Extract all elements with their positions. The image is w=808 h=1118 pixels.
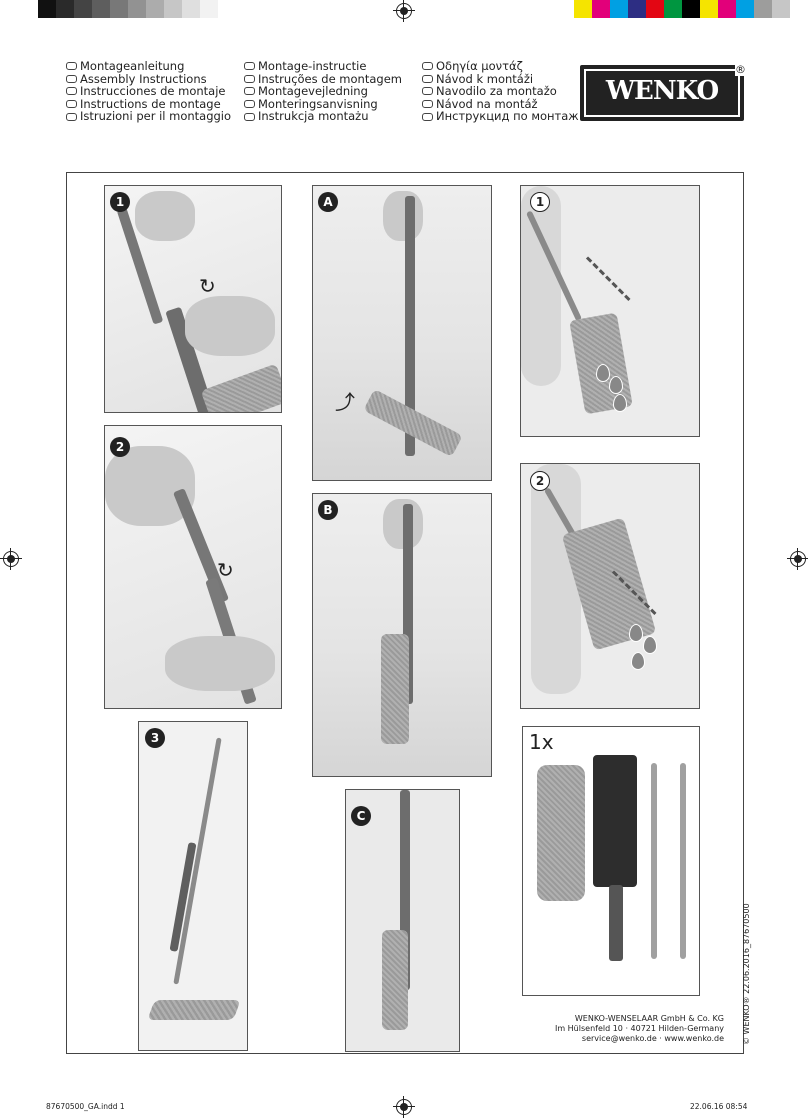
flag-icon (66, 74, 77, 83)
flag-icon (422, 74, 433, 83)
step-c-photo (345, 789, 460, 1052)
language-item: Instrucciones de montaje (66, 85, 231, 98)
greyscale-bar (38, 0, 218, 18)
rotate-arrow-icon: ↻ (199, 274, 216, 298)
language-list-2: Montage-instructie Instruções de montage… (244, 60, 402, 123)
copyright-text: © WENKO® 22.06.2016_87670500 (742, 903, 751, 1045)
color-swatch (110, 0, 128, 18)
logo-wordmark: WENKO (605, 76, 719, 106)
language-list-1: Montageanleitung Assembly Instructions I… (66, 60, 231, 123)
water-drop-icon (596, 364, 610, 382)
language-item: Navodilo za montažo (422, 85, 579, 98)
language-item: Instruções de montagem (244, 72, 402, 86)
color-swatch (592, 0, 610, 18)
flag-icon (66, 100, 77, 109)
color-swatch (574, 0, 592, 18)
kit-contents-photo (522, 726, 700, 996)
step-a-badge: A (318, 192, 338, 212)
language-item: Montage-instructie (244, 60, 402, 73)
color-swatch (610, 0, 628, 18)
step-b-photo (312, 493, 492, 777)
step-c-badge: C (351, 806, 371, 826)
language-item: Návod na montáž (422, 98, 579, 111)
color-swatch (682, 0, 700, 18)
language-item: Instructions de montage (66, 98, 231, 111)
wash-step-1-badge: 1 (530, 192, 550, 212)
wenko-logo: WENKO ® (580, 63, 746, 121)
color-swatch (128, 0, 146, 18)
step-1-badge: 1 (110, 192, 130, 212)
registration-mark-bottom (393, 1096, 415, 1118)
flag-icon (422, 112, 433, 121)
company-name: WENKO-WENSELAAR GmbH & Co. KG (574, 1014, 724, 1023)
company-info: WENKO-WENSELAAR GmbH & Co. KG Im Hülsenf… (548, 1014, 724, 1044)
color-swatch (646, 0, 664, 18)
registered-mark: ® (735, 63, 746, 76)
water-drop-icon (629, 624, 643, 642)
color-swatch (772, 0, 790, 18)
color-swatch (200, 0, 218, 18)
flag-icon (244, 87, 255, 96)
color-swatch (38, 0, 56, 18)
registration-mark-left (0, 548, 22, 570)
flag-icon (244, 112, 255, 121)
color-swatch (164, 0, 182, 18)
flag-icon (66, 62, 77, 71)
flag-icon (244, 62, 255, 71)
step-3-photo (138, 721, 248, 1051)
color-swatch (74, 0, 92, 18)
footer-filename: 87670500_GA.indd 1 (46, 1102, 125, 1111)
kit-quantity-label: 1x (529, 730, 554, 754)
company-contact: service@wenko.de · www.wenko.de (581, 1034, 724, 1043)
water-drop-icon (613, 394, 627, 412)
company-address: Im Hülsenfeld 10 · 40721 Hilden-Germany (554, 1024, 724, 1033)
language-item: Οδηγία μοντάζ (422, 60, 579, 73)
wash-step-1-photo (520, 185, 700, 437)
instructions-frame (66, 172, 744, 1054)
step-a-photo: ⤴ (312, 185, 492, 481)
color-swatch (146, 0, 164, 18)
process-color-bar (574, 0, 790, 18)
color-swatch (736, 0, 754, 18)
language-item: Instrukcja montażu (244, 110, 402, 123)
step-3-badge: 3 (145, 728, 165, 748)
color-swatch (92, 0, 110, 18)
footer-timestamp: 22.06.16 08:54 (690, 1102, 748, 1111)
color-swatch (664, 0, 682, 18)
color-swatch (718, 0, 736, 18)
flag-icon (66, 87, 77, 96)
step-b-badge: B (318, 500, 338, 520)
flag-icon (422, 62, 433, 71)
step-2-badge: 2 (110, 437, 130, 457)
color-swatch (628, 0, 646, 18)
language-list-3: Οδηγία μοντάζ Návod k montáži Navodilo z… (422, 60, 579, 123)
step-1-photo: ↻ (104, 185, 282, 413)
language-item: Assembly Instructions (66, 72, 231, 86)
flag-icon (244, 74, 255, 83)
language-item: Montageanleitung (66, 60, 231, 73)
color-swatch (700, 0, 718, 18)
rotate-arrow-icon: ↻ (217, 558, 234, 582)
step-2-photo: ↻ (104, 425, 282, 709)
water-drop-icon (643, 636, 657, 654)
lift-arrow-icon: ⤴ (335, 390, 355, 414)
language-item: Инструкцид по монтаж (422, 110, 579, 123)
language-item: Montagevejledning (244, 85, 402, 98)
flag-icon (422, 100, 433, 109)
flag-icon (422, 87, 433, 96)
wash-step-2-photo (520, 463, 700, 709)
registration-mark-right (787, 548, 808, 570)
wash-step-2-badge: 2 (530, 471, 550, 491)
water-drop-icon (631, 652, 645, 670)
language-item: Návod k montáži (422, 72, 579, 86)
flag-icon (244, 100, 255, 109)
water-drop-icon (609, 376, 623, 394)
color-swatch (754, 0, 772, 18)
language-item: Istruzioni per il montaggio (66, 110, 231, 123)
language-item: Monteringsanvisning (244, 98, 402, 111)
registration-mark-top (393, 0, 415, 22)
flag-icon (66, 112, 77, 121)
color-swatch (182, 0, 200, 18)
color-swatch (56, 0, 74, 18)
